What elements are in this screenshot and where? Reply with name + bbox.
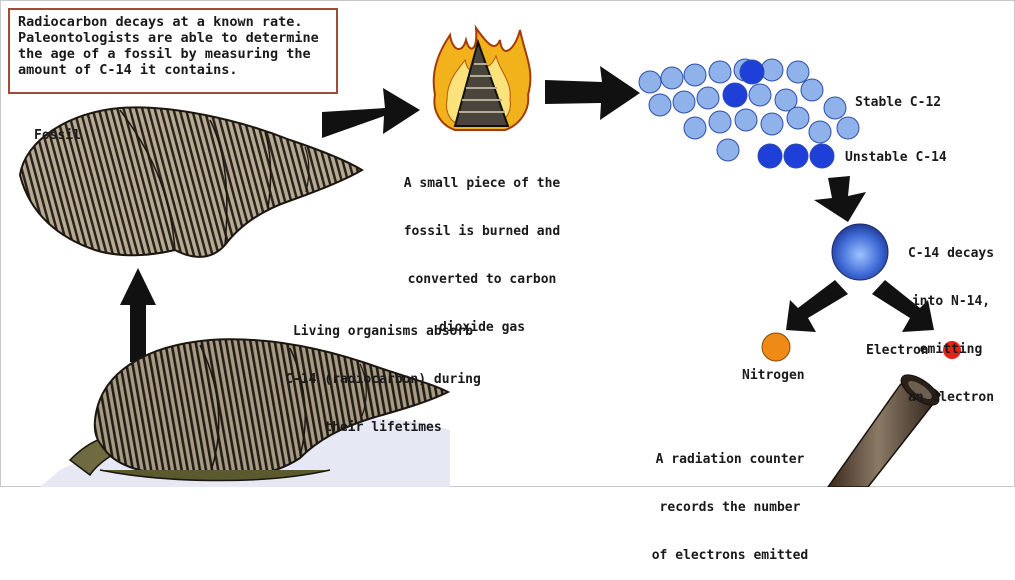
arrow-to-nitrogen <box>786 280 848 332</box>
intro-line: Radiocarbon decays at a known rate. <box>18 14 328 30</box>
living-caption: Living organisms absorb C-14 (radiocarbo… <box>268 292 498 452</box>
burn-line: A small piece of the <box>392 176 572 192</box>
atom-cluster <box>639 59 859 168</box>
counter-line: of electrons emitted <box>640 548 820 564</box>
living-line: Living organisms absorb <box>268 324 498 340</box>
counter-caption: A radiation counter records the number o… <box>640 420 820 580</box>
decay-line: an electron <box>896 390 1006 406</box>
living-line: their lifetimes <box>268 420 498 436</box>
right-arrow-2 <box>545 66 640 120</box>
intro-line: Paleontologists are able to determine <box>18 30 328 46</box>
up-arrow <box>120 268 156 362</box>
decay-line: C-14 decays <box>896 246 1006 262</box>
right-arrow-1 <box>322 88 420 138</box>
burn-line: fossil is burned and <box>392 224 572 240</box>
intro-line: the age of a fossil by measuring the <box>18 46 328 62</box>
intro-box: Radiocarbon decays at a known rate. Pale… <box>8 8 338 94</box>
electron-label: Electron <box>866 343 929 359</box>
nitrogen-label: Nitrogen <box>742 368 805 384</box>
nitrogen-atom <box>762 333 790 361</box>
unstable-c14-label: Unstable C-14 <box>845 150 947 166</box>
burning-fossil <box>434 28 531 130</box>
c14-atom <box>832 224 888 280</box>
living-line: C-14 (radiocarbon) during <box>268 372 498 388</box>
down-arrow <box>814 176 866 222</box>
decay-caption: C-14 decays into N-14, emitting an elect… <box>896 214 1006 422</box>
stable-c12-label: Stable C-12 <box>855 95 941 111</box>
decay-line: into N-14, <box>896 294 1006 310</box>
counter-line: records the number <box>640 500 820 516</box>
counter-line: A radiation counter <box>640 452 820 468</box>
intro-line: amount of C-14 it contains. <box>18 62 328 78</box>
fossil-label: Fossil <box>34 128 81 144</box>
burn-line: converted to carbon <box>392 272 572 288</box>
